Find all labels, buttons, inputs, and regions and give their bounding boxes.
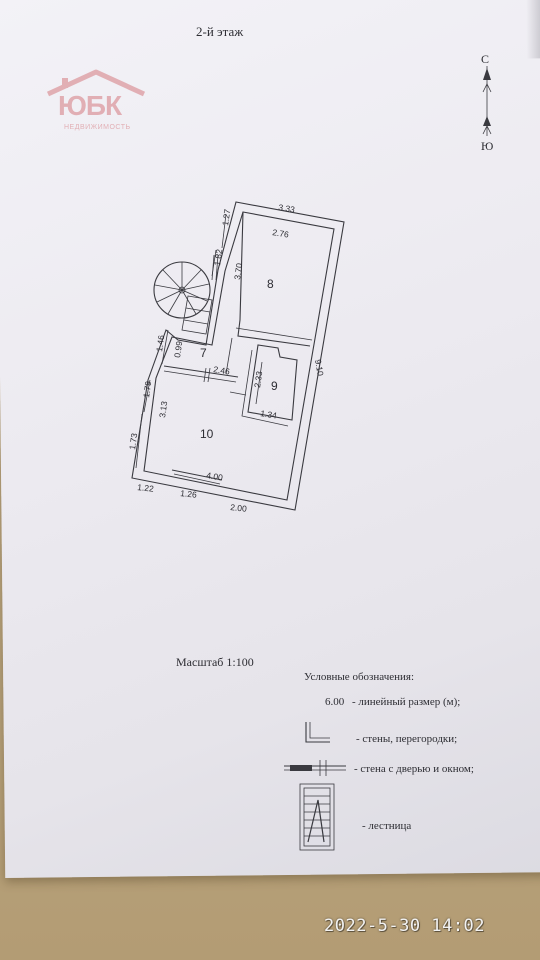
dim-left-4: 1.73 <box>127 432 139 450</box>
legend-walls-text: - стены, перегородки; <box>356 733 458 745</box>
dim-left-1: 1.82 <box>212 248 224 266</box>
partitions <box>163 337 298 427</box>
dim-room7-height: 0.99 <box>172 340 184 358</box>
dim-room8-height: 3.70 <box>232 262 244 280</box>
dim-room8-inner-width: 2.76 <box>272 227 290 240</box>
dim-top-left: 1.27 <box>220 208 232 226</box>
dim-bottom-3: 2.00 <box>230 502 248 514</box>
compass-north-label: С <box>481 52 490 66</box>
dim-top-width: 3.33 <box>278 202 296 215</box>
dim-room10-width: 4.00 <box>206 470 224 483</box>
compass-arrow-icon <box>482 66 492 136</box>
scale-label: Масштаб 1:100 <box>176 655 254 669</box>
room-10-label: 10 <box>200 427 214 441</box>
legend-walls-symbol <box>305 722 330 743</box>
watermark-subtext: НЕДВИЖИМОСТЬ <box>64 124 131 131</box>
page-title: 2-й этаж <box>196 24 244 39</box>
dim-room7-width: 2.46 <box>213 364 231 377</box>
legend-dimension-value: 6.00 <box>325 696 345 708</box>
dim-room10-height: 3.13 <box>157 400 169 418</box>
dim-bottom-2: 1.26 <box>180 488 198 500</box>
legend-stairs-text: - лестница <box>362 820 412 832</box>
legend-title: Условные обозначения: <box>304 671 415 683</box>
house-roof-icon <box>46 69 146 97</box>
dim-left-2: 1.46 <box>154 334 166 352</box>
room-9-label: 9 <box>271 379 278 393</box>
watermark-logo: ЮБК НЕДВИЖИМОСТЬ <box>44 68 150 142</box>
legend-door-window-text: - стена с дверью и окном; <box>354 763 474 775</box>
room-7-label: 7 <box>200 346 207 360</box>
watermark-text: ЮБК <box>58 90 122 121</box>
legend-stairs-symbol <box>299 783 335 851</box>
spiral-staircase <box>153 261 213 335</box>
dim-room9-width: 1.34 <box>260 408 278 421</box>
dim-bottom-1: 1.22 <box>137 482 155 494</box>
dim-overall-height: 9.10 <box>313 359 326 377</box>
legend-door-window-symbol <box>284 760 346 776</box>
photo-timestamp: 2022-5-30 14:02 <box>324 916 486 936</box>
room-8-label: 8 <box>267 277 274 291</box>
room-8-walls <box>235 211 313 347</box>
dim-left-3: 1.79 <box>141 380 153 398</box>
outer-walls <box>131 201 345 511</box>
legend-dimension-text: - линейный размер (м); <box>352 696 461 708</box>
dim-room9-height: 2.33 <box>252 370 264 388</box>
door-window-marks <box>171 254 223 485</box>
compass-south-label: Ю <box>481 139 494 153</box>
left-dimension-lines <box>135 213 227 469</box>
